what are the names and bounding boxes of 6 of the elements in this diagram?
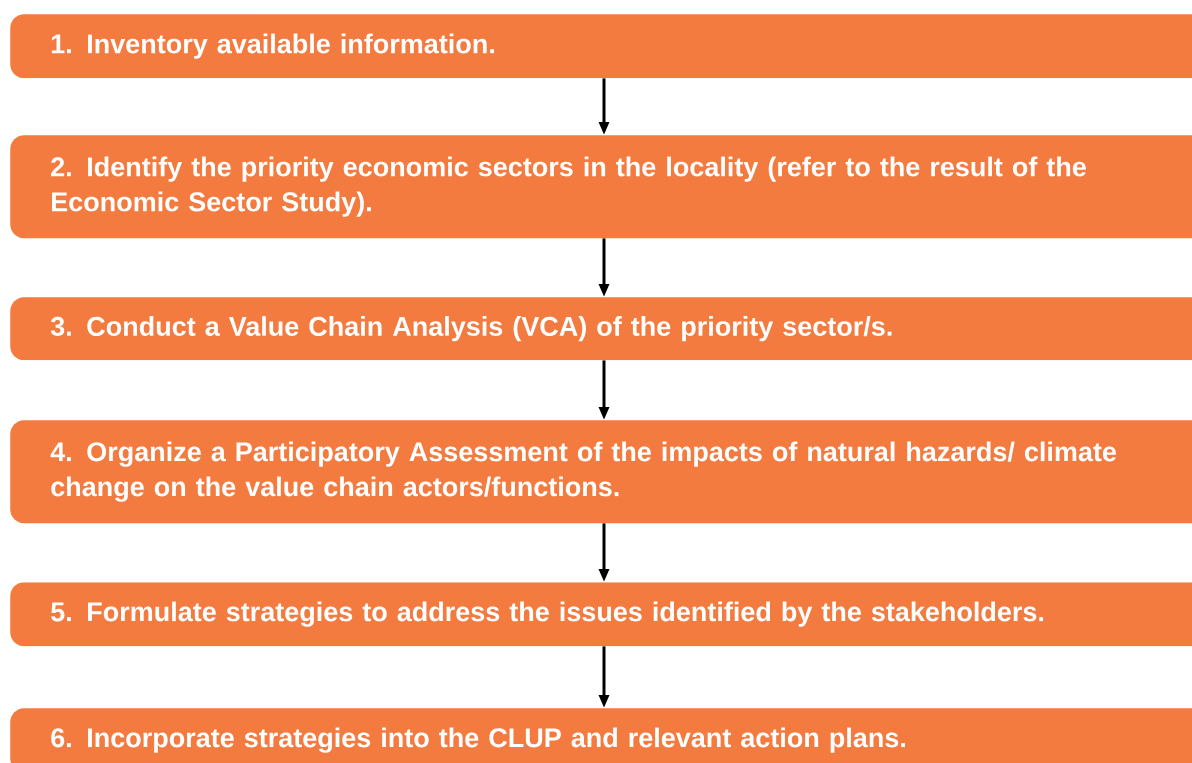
step-box: 5. Formulate strategies to address the issues identified by the stakeholders.: [10, 582, 1192, 647]
step-box: 2. Identify the priority economic sectors in the locality (refer to the result of the Economic Sector Study).: [10, 135, 1192, 239]
step-box: 4. Organize a Participatory Assessment of the impacts of natural hazards/ climate change on the value chain actors/functions.: [10, 420, 1192, 524]
step-box: 6. Incorporate strategies into the CLUP and relevant action plans.: [10, 708, 1192, 763]
step-box: 1. Inventory available information.: [10, 14, 1192, 79]
step-box: 3. Conduct a Value Chain Analysis (VCA) of the priority sector/s.: [10, 297, 1192, 361]
